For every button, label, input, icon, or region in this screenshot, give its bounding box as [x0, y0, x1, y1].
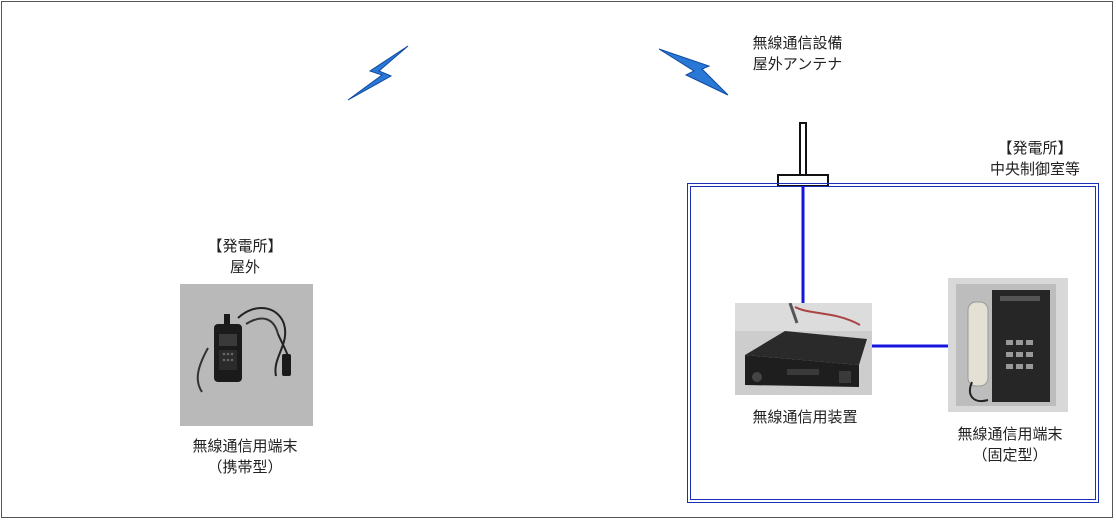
fixed-terminal-label-line2: （固定型） — [972, 446, 1048, 464]
radio-unit-photo — [735, 303, 872, 395]
handheld-terminal-label: 無線通信用端末 （携帯型） — [170, 436, 320, 478]
fixed-terminal-label-line1: 無線通信用端末 — [957, 425, 1063, 443]
antenna-icon — [777, 122, 829, 187]
handheld-terminal-label-line1: 無線通信用端末 — [192, 437, 298, 455]
handheld-terminal-photo — [180, 284, 313, 426]
lightning-bolt-icon — [347, 45, 409, 101]
outdoor-label-line2: 屋外 — [229, 258, 260, 276]
fixed-terminal-photo — [948, 278, 1068, 412]
fixed-terminal-label: 無線通信用端末 （固定型） — [935, 424, 1085, 466]
radio-unit-label: 無線通信用装置 — [752, 408, 858, 426]
control-room-label-line1: 【発電所】 — [997, 139, 1073, 157]
antenna-label: 無線通信設備 屋外アンテナ — [730, 33, 865, 75]
outdoor-label-line1: 【発電所】 — [207, 237, 283, 255]
handheld-terminal-label-line2: （携帯型） — [207, 458, 283, 476]
antenna-label-line1: 無線通信設備 — [752, 34, 843, 52]
control-room-label-line2: 中央制御室等 — [989, 160, 1080, 178]
control-room-label: 【発電所】 中央制御室等 — [965, 138, 1105, 180]
outdoor-label: 【発電所】 屋外 — [195, 236, 295, 278]
control-room-box — [687, 183, 1099, 503]
lightning-bolt-icon — [658, 48, 729, 96]
antenna-label-line2: 屋外アンテナ — [752, 55, 843, 73]
